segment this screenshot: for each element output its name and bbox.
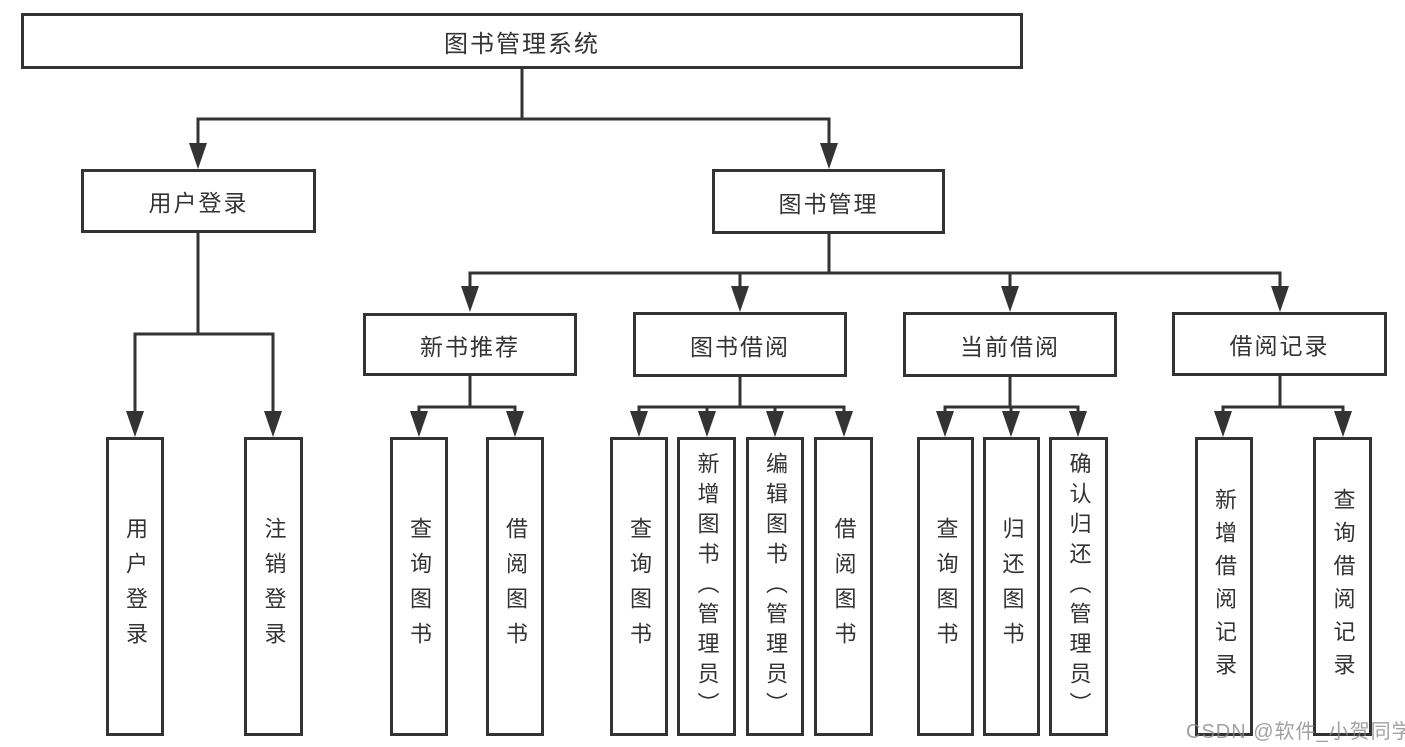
leaf-recommend-borrow-book: 借阅图书: [486, 437, 544, 736]
node-label: 用户登录: [123, 516, 148, 657]
node-book-borrowing: 图书借阅: [633, 312, 847, 377]
node-label: 查询图书: [627, 516, 652, 657]
node-label: 借阅图书: [831, 516, 857, 657]
node-label: 图书管理系统: [444, 30, 600, 58]
leaf-confirm-return-admin: 确认归还（管理员）: [1049, 437, 1108, 736]
node-label: 归还图书: [999, 516, 1025, 657]
node-borrowing-records: 借阅记录: [1172, 312, 1387, 376]
leaf-add-borrow-record: 新增借阅记录: [1195, 437, 1253, 736]
leaf-edit-book-admin: 编辑图书（管理员）: [746, 437, 804, 736]
node-label: 确认归还（管理员）: [1066, 451, 1092, 722]
node-library-management-system: 图书管理系统: [21, 13, 1023, 69]
node-label: 图书管理: [778, 190, 879, 217]
node-label: 图书借阅: [690, 333, 790, 360]
node-book-management: 图书管理: [712, 169, 945, 234]
node-label: 注销登录: [261, 516, 287, 657]
leaf-recommend-query-book: 查询图书: [390, 437, 448, 736]
leaf-logout: 注销登录: [244, 437, 303, 736]
leaf-add-book-admin: 新增图书（管理员）: [677, 437, 736, 736]
leaf-query-borrow-record: 查询借阅记录: [1313, 437, 1372, 736]
node-user-login: 用户登录: [81, 169, 316, 233]
node-label: 查询图书: [407, 516, 432, 657]
leaf-borrow-book: 借阅图书: [814, 437, 873, 736]
leaf-user-login: 用户登录: [106, 437, 164, 736]
node-label: 借阅图书: [503, 516, 528, 657]
node-label: 当前借阅: [960, 333, 1060, 360]
node-label: 新书推荐: [420, 333, 520, 360]
leaf-current-query-book: 查询图书: [917, 437, 974, 736]
node-label: 借阅记录: [1229, 333, 1330, 359]
node-label: 用户登录: [148, 190, 249, 216]
leaf-return-book: 归还图书: [983, 437, 1040, 736]
node-label: 新增图书（管理员）: [694, 451, 720, 722]
node-label: 新增借阅记录: [1212, 487, 1237, 686]
node-current-borrowing: 当前借阅: [903, 312, 1117, 377]
node-label: 编辑图书（管理员）: [763, 451, 788, 722]
csdn-watermark: CSDN @软件_小贺同学: [1186, 721, 1405, 743]
node-new-book-recommendation: 新书推荐: [363, 313, 577, 376]
node-label: 查询借阅记录: [1330, 487, 1356, 686]
node-label: 查询图书: [933, 516, 959, 657]
leaf-borrow-query-book: 查询图书: [610, 437, 668, 736]
